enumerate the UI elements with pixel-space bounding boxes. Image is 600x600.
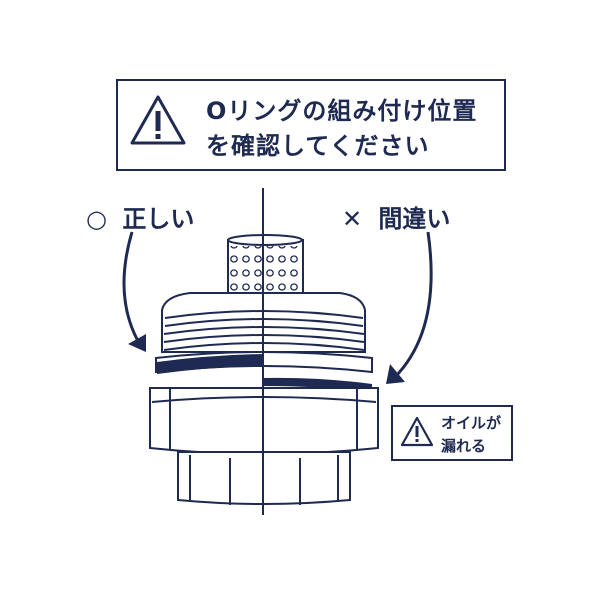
oil-leak-warning-box: オイルが 漏れる — [391, 405, 513, 461]
circle-mark-icon: ○ — [86, 205, 107, 233]
warning-triangle-icon — [130, 95, 186, 145]
wrong-label: ✕ 間違い — [342, 199, 450, 234]
warning-triangle-icon — [400, 416, 434, 447]
warning-text-line2: を確認してください — [206, 132, 430, 160]
wrong-text: 間違い — [378, 205, 451, 233]
correct-label: ○ 正しい — [86, 199, 194, 234]
warning-text-line1: Oリングの組み付け位置 — [206, 97, 478, 125]
oil-warning-line1: オイルが — [441, 414, 502, 432]
oil-warning-line2: 漏れる — [441, 437, 487, 455]
cross-mark-icon: ✕ — [342, 205, 363, 233]
arrow-wrong — [386, 231, 433, 384]
arrow-correct — [122, 231, 146, 352]
correct-text: 正しい — [122, 205, 195, 233]
assembly-warning-box: Oリングの組み付け位置 を確認してください — [116, 79, 506, 171]
